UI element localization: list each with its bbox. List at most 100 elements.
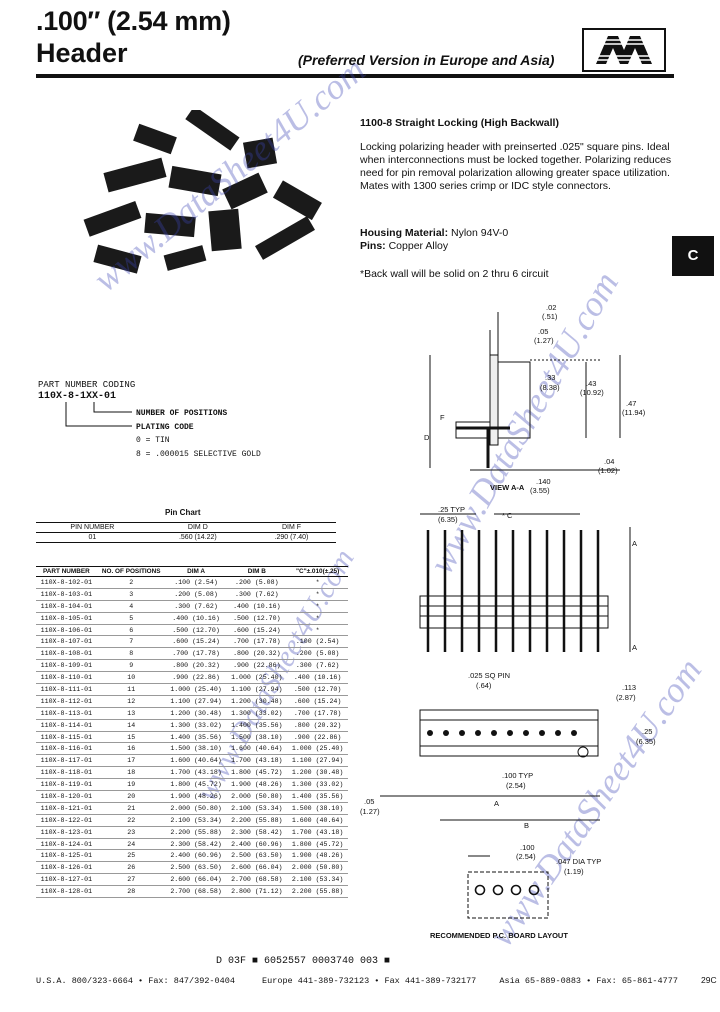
table-cell: 110X-8-123-01 (36, 826, 97, 839)
table-cell: 110X-8-128-01 (36, 885, 97, 899)
table-cell: 1.800 (45.72) (165, 778, 227, 792)
table-cell: 2.000 (50.80) (226, 790, 288, 803)
top-view-drawing: .113 (2.87) .25 (6.35) .100 TYP (2.54) .… (360, 683, 656, 830)
table-cell: 2.800 (71.12) (226, 885, 288, 899)
table-cell: 1.800 (45.72) (226, 766, 288, 780)
table-cell: 24 (96, 838, 166, 851)
table-cell: 110X-8-107-01 (36, 635, 97, 649)
coding-leader-lines (65, 402, 132, 427)
table-cell: 14 (96, 719, 166, 732)
table-cell: 2.100 (53.34) (226, 802, 288, 815)
table-cell: .500 (12.70) (226, 612, 288, 625)
table-cell: .700 (17.78) (226, 635, 288, 649)
table-cell: 1.400 (35.56) (165, 731, 227, 744)
dim-label: .04 (604, 457, 614, 466)
dim-label: (2.87) (616, 693, 636, 702)
dim-label: (1.27) (534, 336, 554, 345)
back-wall-note: *Back wall will be solid on 2 thru 6 cir… (360, 268, 549, 280)
table-cell: 27 (96, 873, 166, 887)
pin-hole (491, 730, 497, 736)
dim-label: .113 (622, 683, 636, 692)
dim-label: .25 TYP (438, 505, 465, 514)
table-cell: 110X-8-113-01 (36, 707, 97, 720)
table-cell: 1.600 (40.64) (287, 814, 348, 827)
table-cell: 26 (96, 861, 166, 875)
pin-hole (507, 730, 513, 736)
table-cell: 110X-8-121-01 (36, 802, 97, 815)
parts-header: NO. OF POSITIONS (96, 566, 166, 577)
footer-usa: U.S.A. 800/323-6664 • Fax: 847/392-0404 (36, 976, 235, 986)
table-cell: 1.900 (48.26) (226, 778, 288, 792)
pin-chart-table: PIN NUMBER DIM D DIM F 01 .560 (14.22) .… (36, 522, 336, 543)
table-cell: 1.700 (43.18) (287, 826, 348, 839)
table-cell: 110X-8-117-01 (36, 754, 97, 768)
dim-label: (1.27) (360, 807, 380, 816)
product-photo (83, 110, 322, 274)
table-cell: .900 (22.86) (226, 659, 288, 673)
dim-label: B (524, 821, 529, 830)
housing-label: Housing Material: (360, 227, 449, 239)
table-cell: .800 (20.32) (226, 647, 288, 661)
table-cell: 110X-8-118-01 (36, 766, 97, 780)
table-cell: .300 (7.62) (165, 600, 227, 613)
table-cell: .700 (17.78) (287, 707, 348, 720)
table-cell: * (287, 600, 348, 613)
table-cell: 12 (96, 695, 166, 708)
table-cell: 1.800 (45.72) (287, 838, 348, 851)
table-cell: 18 (96, 766, 166, 780)
dim-label: (.51) (542, 312, 558, 321)
page-title-line1: .100″ (2.54 mm) (36, 6, 231, 36)
dim-label: (1.19) (564, 867, 584, 876)
table-cell: 1.300 (33.02) (287, 778, 348, 792)
table-cell: 1.000 (25.40) (165, 683, 227, 696)
table-cell: 110X-8-115-01 (36, 731, 97, 744)
description-heading: 1100-8 Straight Locking (High Backwall) (360, 117, 559, 129)
dim-label: .02 (546, 303, 556, 312)
dim-label: .05 (538, 327, 548, 336)
footer-europe: Europe 441-389-732123 • Fax 441-389-7321… (262, 976, 477, 986)
pin-chart-title: Pin Chart (165, 508, 201, 517)
table-cell: .600 (15.24) (165, 635, 227, 649)
table-cell: .400 (10.16) (226, 600, 288, 613)
table-cell: 4 (96, 600, 166, 613)
table-cell: 110X-8-116-01 (36, 742, 97, 756)
pcb-hole (474, 884, 486, 896)
table-cell: * (287, 624, 348, 637)
table-cell: 2.200 (55.88) (287, 885, 348, 899)
table-cell: * (287, 612, 348, 625)
table-cell: 1.900 (48.26) (165, 790, 227, 803)
dim-label: (11.94) (622, 408, 646, 417)
section-tab: C (672, 236, 714, 276)
table-cell: 1.300 (33.02) (226, 707, 288, 720)
table-cell: .300 (7.62) (287, 659, 348, 673)
side-view-drawing: .02 (.51) .05 (1.27) .33 (8.38) .43 (10.… (424, 303, 646, 495)
table-cell: 1.500 (38.10) (165, 742, 227, 756)
coding-tin: 0 = TIN (136, 436, 170, 445)
table-cell: 2.100 (53.34) (165, 814, 227, 827)
table-cell: 110X-8-127-01 (36, 873, 97, 887)
table-cell: 2.500 (63.50) (226, 849, 288, 863)
table-cell: * (287, 588, 348, 601)
dim-label: .25 (642, 727, 652, 736)
parts-header: PART NUMBER (36, 566, 97, 577)
table-cell: .100 (2.54) (287, 635, 348, 649)
dim-label: A (632, 539, 637, 548)
housing-value: Nylon 94V-0 (451, 227, 509, 239)
dim-label: A (494, 799, 499, 808)
table-cell: 13 (96, 707, 166, 720)
table-cell: 1.200 (30.48) (165, 707, 227, 720)
